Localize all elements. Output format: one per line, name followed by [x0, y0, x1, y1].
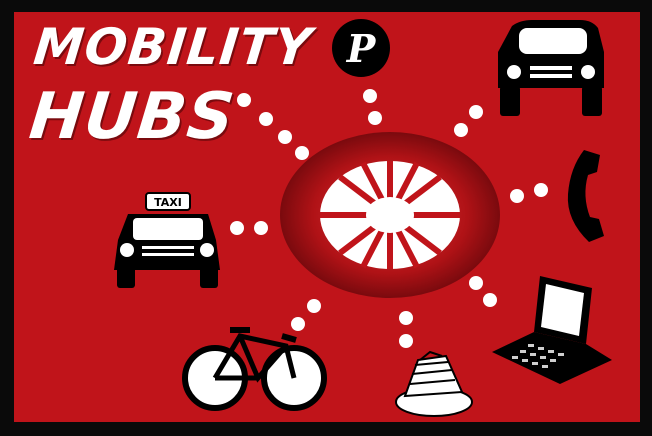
bicycle-icon: [185, 330, 324, 408]
svg-text:P: P: [346, 26, 377, 71]
parking-icon: P: [332, 19, 390, 77]
hub-wheel-icon: [280, 132, 500, 298]
taxi-icon: TAXI: [114, 193, 220, 288]
food-icon: [396, 352, 472, 416]
phone-icon: [568, 150, 604, 242]
laptop-icon: [492, 276, 612, 384]
svg-text:TAXI: TAXI: [154, 196, 182, 209]
car-icon: [498, 20, 604, 116]
